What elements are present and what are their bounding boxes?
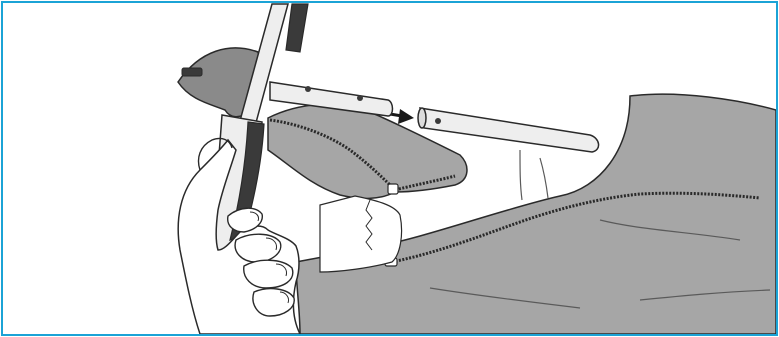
vertical-post-dark bbox=[286, 4, 308, 52]
white-padding bbox=[320, 196, 402, 272]
left-tube-hole-1 bbox=[305, 86, 311, 92]
fabric-fold-2 bbox=[540, 158, 548, 198]
direction-arrow-head bbox=[398, 109, 414, 124]
upper-zipper-pull bbox=[388, 184, 398, 194]
right-tube-hole bbox=[435, 118, 441, 124]
left-tube-hole-2 bbox=[357, 95, 363, 101]
finger-3 bbox=[244, 260, 293, 288]
flap-zipper-pull bbox=[182, 68, 202, 76]
fabric-fold-1 bbox=[520, 150, 522, 200]
right-tube bbox=[420, 108, 599, 152]
right-tube-end bbox=[418, 108, 426, 128]
